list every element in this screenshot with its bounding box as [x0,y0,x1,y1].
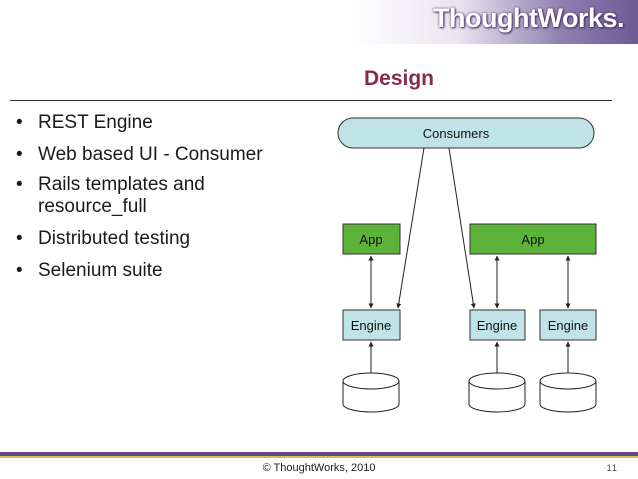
bullet-item: • Selenium suite [14,260,314,282]
footer-accent-bar [0,456,638,458]
consumers-to-engine-2-arrow [448,147,476,309]
engine-box-1 [342,309,401,341]
thoughtworks-logo: ThoughtWorks. [433,3,624,33]
bullet-dot-icon: • [16,228,23,249]
bullet-item: • REST Engine [14,112,314,134]
bullet-item: • Web based UI - Consumer [14,144,314,166]
bullet-list: • REST Engine • Web based UI - Consumer • R… [14,112,314,292]
database-icon [539,372,597,413]
bullet-dot-icon: • [16,174,23,195]
bullet-text: Distributed testing [38,228,191,249]
engine-label-2: Engine [477,318,517,333]
bullet-text: Selenium suite [38,260,163,281]
database-icon [342,372,400,413]
bullet-text: Rails templates and resource_full [38,174,205,217]
bullet-item: • Rails templates and resource_full [14,174,314,218]
copyright-text: © ThoughtWorks, 2010 [262,462,376,474]
consumers-box [337,117,595,149]
engine-label-3: Engine [548,318,588,333]
engine-label-1: Engine [351,318,391,333]
bullet-dot-icon: • [16,144,23,165]
app-box-left [342,223,401,255]
engine-box-2 [469,309,526,341]
footer-bar [0,452,638,456]
header-band [0,0,638,44]
consumers-label: Consumers [423,126,490,141]
bullet-text: REST Engine [38,112,153,133]
bullet-dot-icon: • [16,112,23,133]
bullet-item: • Distributed testing [14,228,314,250]
bullet-text: Web based UI - Consumer [38,144,263,165]
app-box-right [469,223,597,255]
app-label-right: App [521,232,544,247]
engine-box-3 [539,309,597,341]
slide-number: 11 [606,463,618,473]
app-label-left: App [359,232,382,247]
database-icon [468,372,526,413]
consumers-to-engine-1-arrow [396,147,425,309]
slide-title: Design [363,67,434,90]
title-rule [10,100,612,101]
bullet-dot-icon: • [16,260,23,281]
